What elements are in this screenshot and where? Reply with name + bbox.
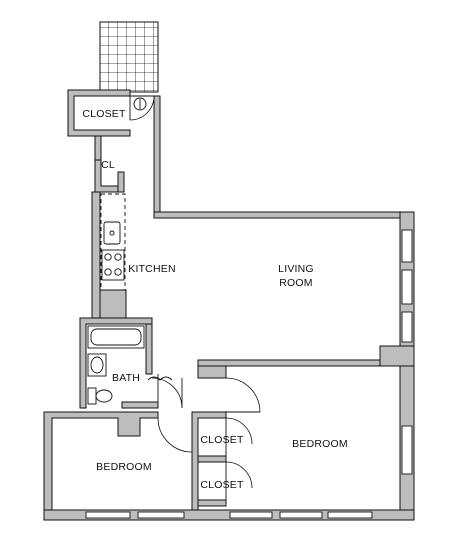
closet-entry-label: CLOSET xyxy=(82,108,126,120)
windows xyxy=(85,229,413,519)
kitchen-label: KITCHEN xyxy=(128,263,176,275)
closet-upper-label: CLOSET xyxy=(200,434,244,446)
closet-lower-label: CLOSET xyxy=(200,479,244,491)
walls xyxy=(43,89,415,521)
living-room-label-line1: LIVING xyxy=(278,263,314,275)
cl-label: CL xyxy=(101,159,115,171)
fixtures xyxy=(87,193,173,405)
doors xyxy=(129,95,261,500)
bedroom-right-label: BEDROOM xyxy=(292,438,348,450)
balcony xyxy=(99,21,159,93)
bedroom-left-label: BEDROOM xyxy=(96,461,152,473)
bath-label: BATH xyxy=(112,372,140,384)
room-labels: CLOSET CL KITCHEN LIVING ROOM BATH BEDRO… xyxy=(82,108,347,491)
living-room-label-line2: ROOM xyxy=(279,277,312,289)
